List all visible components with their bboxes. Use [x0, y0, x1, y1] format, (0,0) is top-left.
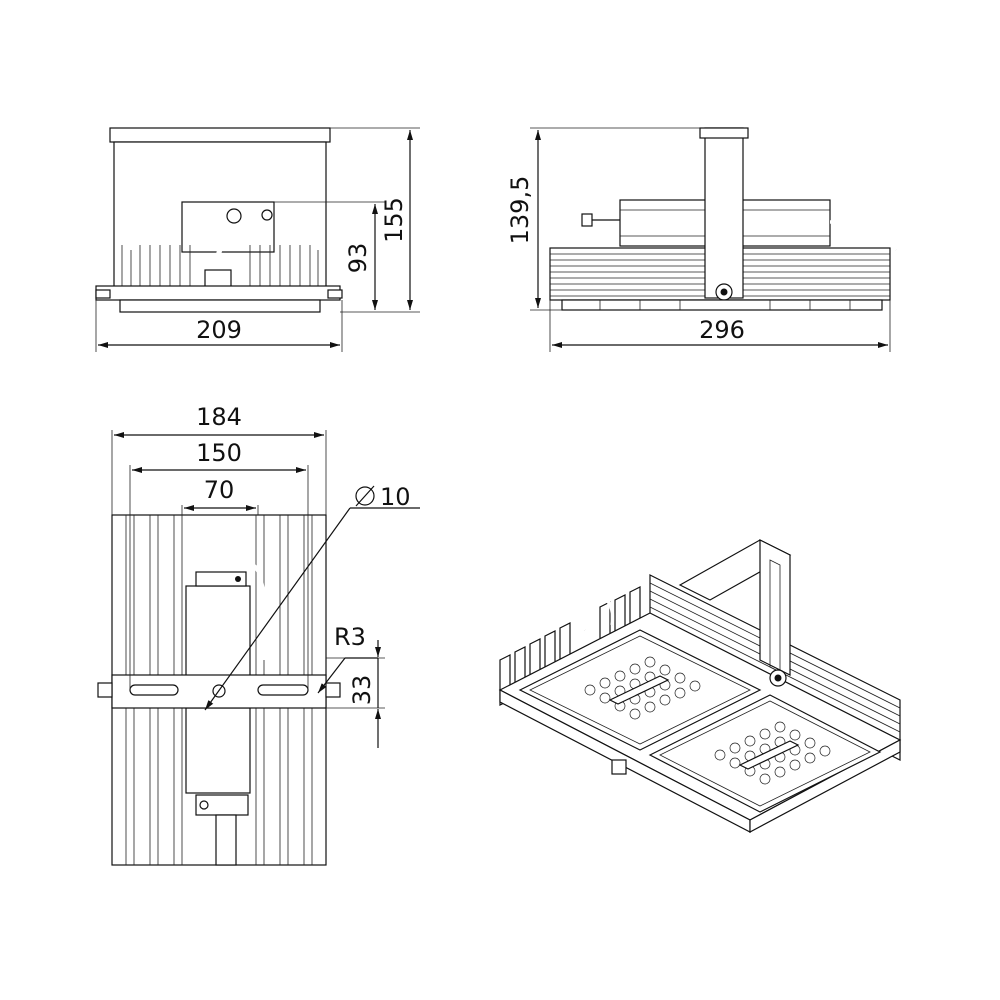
top-width-outer-label: 184: [196, 403, 242, 431]
front-inner-height-label: 93: [344, 243, 372, 274]
top-width-inner-label: 70: [204, 476, 235, 504]
slot-right: [257, 684, 309, 696]
front-height-label: 155: [380, 197, 408, 243]
side-view: 296 139,5: [506, 127, 898, 352]
top-width-mid-label: 150: [196, 439, 242, 467]
side-bracket: [704, 127, 744, 299]
hole-diameter-label: 10: [380, 483, 411, 511]
radius-label: R3: [334, 623, 366, 651]
side-width-label: 296: [699, 316, 745, 344]
bracket-height-label: 33: [348, 675, 376, 706]
top-view: 184 150 70 10 R3 33: [97, 403, 420, 866]
side-height-label: 139,5: [506, 176, 534, 245]
slot-left: [129, 684, 179, 696]
front-width-label: 209: [196, 316, 242, 344]
front-view: 209 155 93: [95, 127, 420, 352]
diameter-symbol: [355, 486, 375, 506]
isometric-view: [498, 539, 902, 833]
